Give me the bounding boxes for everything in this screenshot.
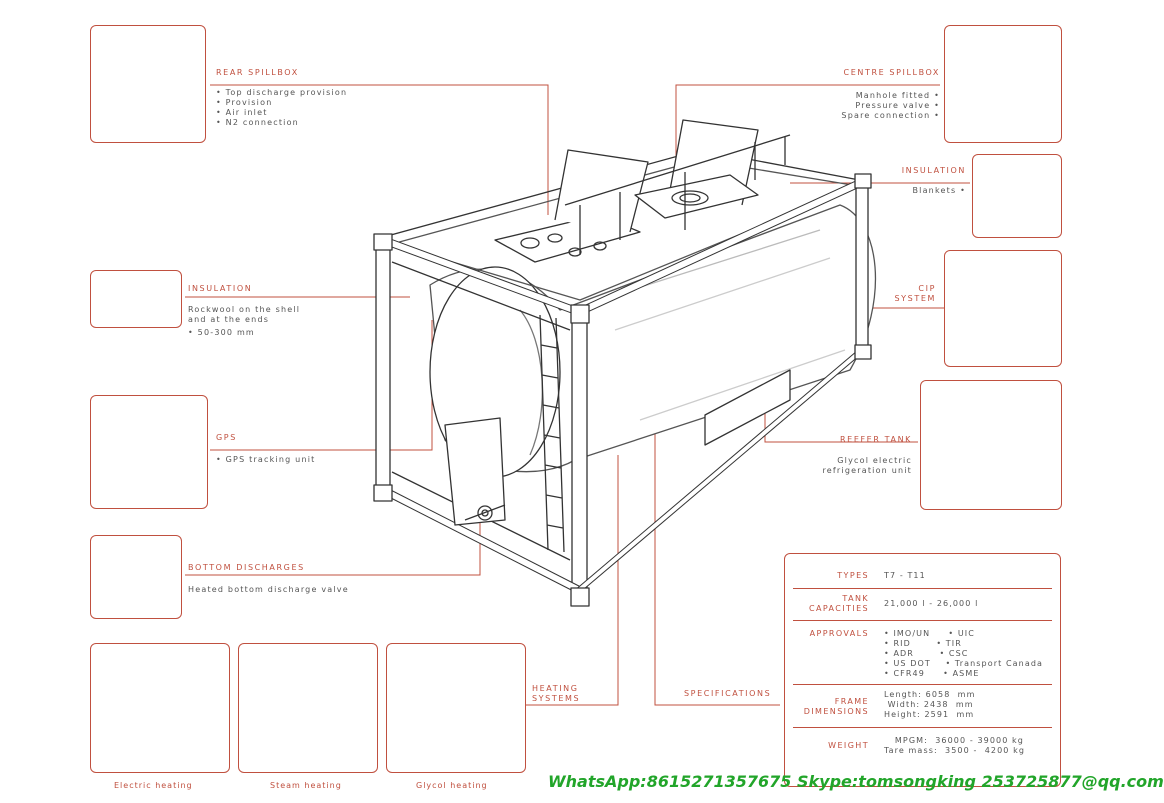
electric-heating-thumbnail [90,643,230,773]
reefer-item: Glycol electric [837,456,912,465]
specifications-table: TYPES T7 - T11 TANK CAPACITIES 21,000 l … [784,553,1061,787]
centre-spillbox-item: Manhole fitted • [855,91,940,100]
centre-spillbox-item: Pressure valve • [855,101,940,110]
contact-info: WhatsApp:8615271357675 Skype:tomsongking… [548,772,1164,791]
reefer-title: REEFER TANK [840,435,912,444]
insulation-rockwool-thumbnail [90,270,182,328]
heating-systems-title: HEATING SYSTEMS [532,684,580,704]
spec-val-types: T7 - T11 [884,571,926,580]
spec-key-weight: WEIGHT [828,741,869,750]
leader-rear-spillbox [210,84,549,215]
cip-title-line: SYSTEM [894,294,936,303]
cip-title-line: CIP [918,284,936,293]
spec-key-line: FRAME [834,697,869,706]
gps-item: • GPS tracking unit [216,455,316,464]
bottom-discharges-item: Heated bottom discharge valve [188,585,349,594]
insulation-top-title: INSULATION [901,166,966,175]
spec-key-line: DIMENSIONS [803,707,869,716]
spec-val-capacities: 21,000 l - 26,000 l [884,599,979,608]
gps-title: GPS [216,433,237,442]
spec-key-types: TYPES [837,571,869,580]
leader-heating [520,455,619,706]
spec-separator [793,588,1052,589]
spec-key-line: CAPACITIES [808,604,869,613]
heating-title-line: HEATING [532,684,579,693]
insulation-top-item: Blankets • [912,186,966,195]
spec-key-capacities: TANK CAPACITIES [785,594,869,614]
spec-separator [793,727,1052,728]
glycol-heating-caption: Glycol heating [416,781,488,790]
centre-spillbox-title: CENTRE SPILLBOX [843,68,940,77]
leader-gps [210,320,433,451]
rear-spillbox-item: • Top discharge provision [216,88,348,97]
insulation-left-item: Rockwool on the shell [188,305,301,314]
cip-title: CIP SYSTEM [880,284,936,304]
spec-key-line: TANK [842,594,869,603]
insulation-left-item: and at the ends [188,315,270,324]
spec-separator [793,620,1052,621]
heating-title-line: SYSTEMS [532,694,581,703]
insulation-left-items: Rockwool on the shell and at the ends • … [188,305,300,338]
steam-heating-thumbnail [238,643,378,773]
spec-val-frame: Length: 6058 mm Width: 2438 mm Height: 2… [884,690,976,719]
rear-spillbox-items: • Top discharge provision • Provision • … [216,88,347,128]
electric-heating-caption: Electric heating [114,781,193,790]
spec-key-frame: FRAME DIMENSIONS [785,697,869,717]
leader-reefer [764,400,918,443]
glycol-heating-thumbnail [386,643,526,773]
insulation-left-title: INSULATION [188,284,253,293]
steam-heating-caption: Steam heating [270,781,342,790]
rear-spillbox-title: REAR SPILLBOX [216,68,299,77]
specifications-title: SPECIFICATIONS [684,689,772,698]
centre-spillbox-thumbnail [944,25,1062,143]
spec-key-approvals: APPROVALS [809,629,869,638]
centre-spillbox-item: Spare connection • [841,111,940,120]
spec-val-weight: MPGM: 36000 - 39000 kg Tare mass: 3500 -… [884,736,1026,755]
bottom-discharges-title: BOTTOM DISCHARGES [188,563,305,572]
insulation-blanket-thumbnail [972,154,1062,238]
rear-spillbox-thumbnail [90,25,206,143]
reefer-items: Glycol electric refrigeration unit [780,456,912,476]
rear-spillbox-item: • Provision [216,98,273,107]
centre-spillbox-items: Manhole fitted • Pressure valve • Spare … [780,91,940,121]
cip-thumbnail [944,250,1062,367]
insulation-left-item: • 50-300 mm [188,328,255,337]
reefer-item: refrigeration unit [822,466,912,475]
spec-separator [793,684,1052,685]
rear-spillbox-item: • N2 connection [216,118,299,127]
rear-spillbox-item: • Air inlet [216,108,268,117]
spec-val-approvals: • IMO/UN • UIC • RID • TIR • ADR • CSC •… [884,629,1044,678]
reefer-thumbnail [920,380,1062,510]
bottom-discharge-thumbnail [90,535,182,619]
gps-thumbnail [90,395,208,509]
